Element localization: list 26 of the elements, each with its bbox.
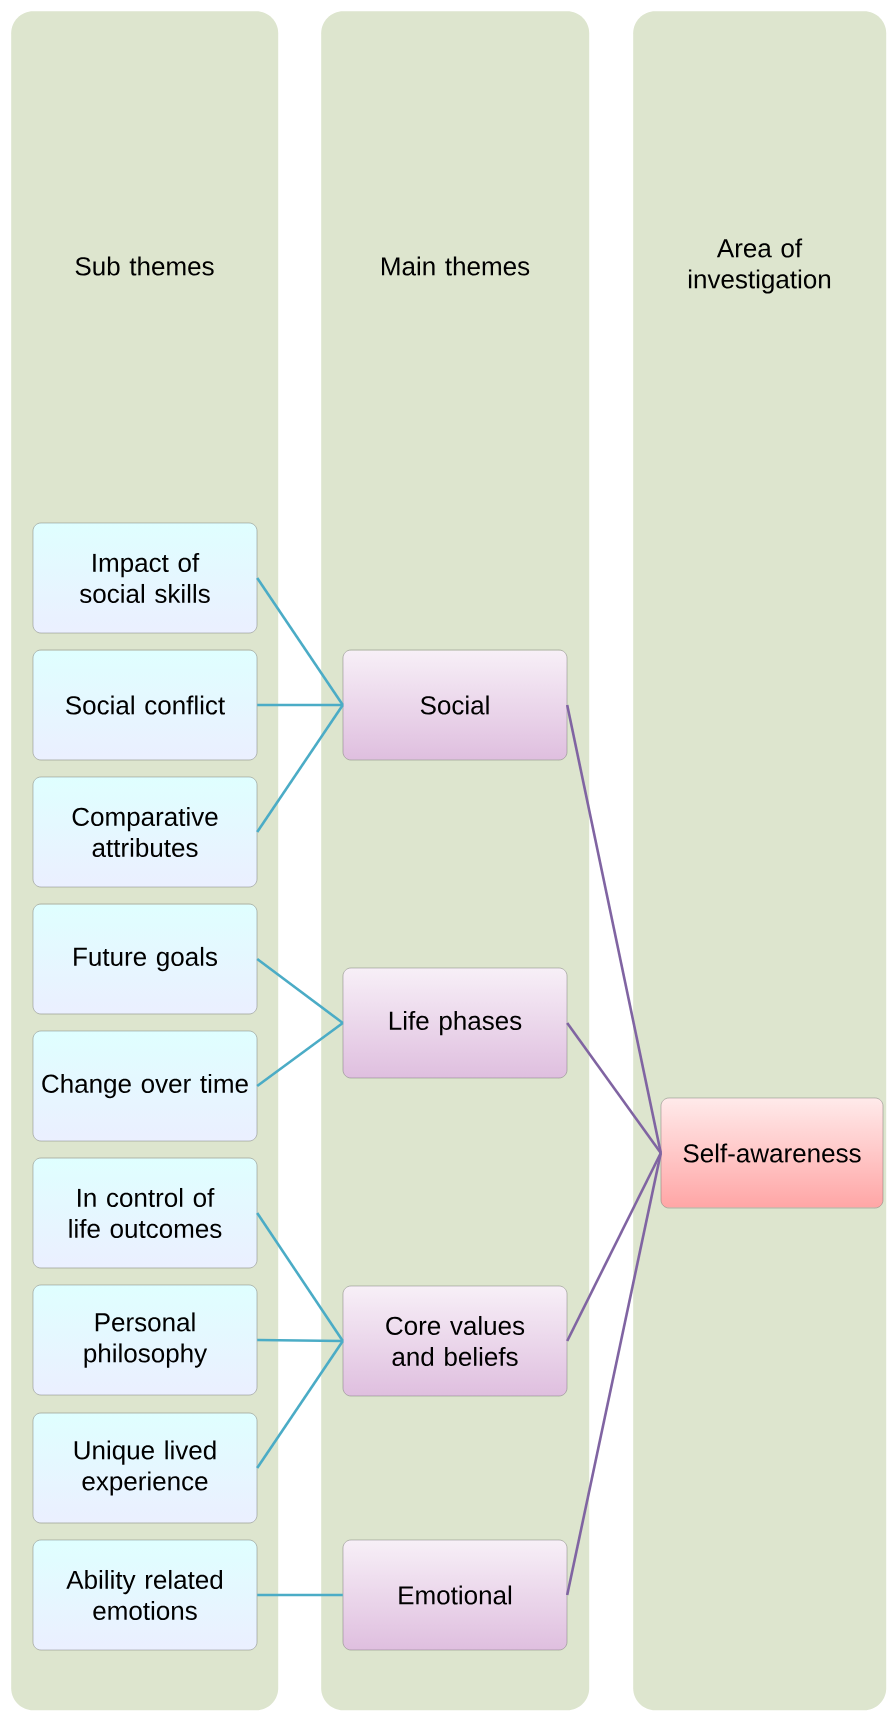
connector-line	[256, 957, 344, 1025]
connector-line	[565, 1152, 663, 1596]
sub-theme-box: Future goals	[32, 903, 258, 1015]
connector-line	[257, 1338, 343, 1343]
connector-line	[257, 1593, 343, 1597]
connector-line	[566, 1152, 662, 1342]
sub-theme-box: Social conflict	[32, 649, 258, 761]
connector-line	[256, 1212, 344, 1342]
sub-theme-box: Ability related emotions	[32, 1539, 258, 1651]
connector-line	[256, 577, 344, 706]
area-box: Self-awareness	[660, 1097, 884, 1209]
connector-line	[565, 704, 663, 1154]
connector-line	[256, 1340, 344, 1469]
connector-line	[256, 1021, 344, 1088]
main-theme-box: Life phases	[342, 967, 568, 1079]
main-theme-box: Core values and beliefs	[342, 1285, 568, 1397]
sub-theme-box: Change over time	[32, 1030, 258, 1142]
sub-theme-box: Unique lived experience	[32, 1412, 258, 1524]
connector-line	[257, 703, 343, 707]
sub-theme-box: In control of life outcomes	[32, 1157, 258, 1269]
sub-theme-box: Impact of social skills	[32, 522, 258, 634]
connector-line	[256, 704, 344, 833]
sub-theme-box: Personal philosophy	[32, 1284, 258, 1396]
main-theme-box: Social	[342, 649, 568, 761]
main-theme-box: Emotional	[342, 1539, 568, 1651]
sub-theme-box: Comparative attributes	[32, 776, 258, 888]
